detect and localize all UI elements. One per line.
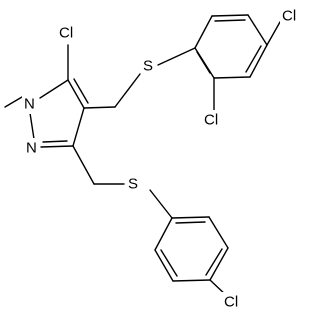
atom-label-cl-top-ring-ortho: Cl	[204, 112, 218, 129]
atom-cl-top-ring-ortho: Cl	[202, 110, 228, 130]
atom-cl-pyrazole: Cl	[56, 24, 82, 44]
bond-c3-n2-double	[42, 140, 68, 143]
atom-labels: Cl N N S S Cl Cl Cl	[22, 6, 306, 312]
atom-n2: N	[24, 138, 40, 158]
bond-c3-n2	[40, 145, 74, 148]
bond-ring2-c	[209, 247, 229, 281]
atom-s-top: S	[141, 56, 155, 76]
atom-cl-bottom-ring: Cl	[222, 292, 248, 312]
bond-ring2-a-double	[175, 221, 206, 224]
bond-n1-c5	[39, 79, 69, 99]
bond-s-aryl-top	[157, 47, 196, 66]
bond-ring2-e	[154, 249, 174, 282]
bond-ring1-b	[211, 14, 249, 17]
bond-n2-n1	[29, 112, 35, 140]
bond-ring1-f-double	[196, 51, 211, 74]
bond-n1-methyl	[4, 96, 23, 108]
bond-ring1-c	[247, 14, 268, 46]
bond-ring1-b-double	[214, 19, 246, 22]
bond-ring2-a	[171, 216, 210, 219]
atom-label-cl-top-ring-right: Cl	[282, 8, 296, 25]
bond-ring2-b	[208, 216, 229, 249]
atom-label-n1: N	[24, 96, 35, 113]
bond-ring2-e-double	[160, 249, 178, 277]
bond-ring1-d-double	[245, 45, 262, 73]
bond-c5-c4	[67, 79, 85, 109]
atom-s-bottom: S	[126, 174, 140, 194]
atom-n1: N	[22, 94, 38, 114]
bond-s-aryl-bottom	[149, 189, 173, 219]
atom-label-n2: N	[26, 140, 37, 157]
bond-c4-c3	[72, 107, 85, 147]
bond-ring2-c-double	[205, 248, 223, 276]
bond-ch2-s-top	[114, 73, 141, 108]
bond-ring2-d	[172, 279, 211, 282]
atom-label-s-bottom: S	[128, 176, 138, 193]
atom-label-s-top: S	[143, 58, 153, 75]
bond-lines	[4, 14, 281, 298]
bond-ring1-d	[249, 44, 268, 78]
bond-ring2-f	[154, 217, 173, 251]
bond-ring1-cl-para	[266, 21, 281, 46]
atom-cl-top-ring-right: Cl	[280, 6, 306, 26]
bond-ring1-e	[213, 76, 251, 79]
bond-c4-ch2-top	[83, 106, 116, 109]
atom-label-cl-pyrazole: Cl	[59, 25, 73, 42]
atom-label-cl-bottom-ring: Cl	[224, 294, 238, 311]
bond-ring1-a	[194, 15, 213, 49]
bond-c3-ch2-bottom	[72, 145, 95, 185]
bond-c5-c4-double	[73, 78, 89, 104]
